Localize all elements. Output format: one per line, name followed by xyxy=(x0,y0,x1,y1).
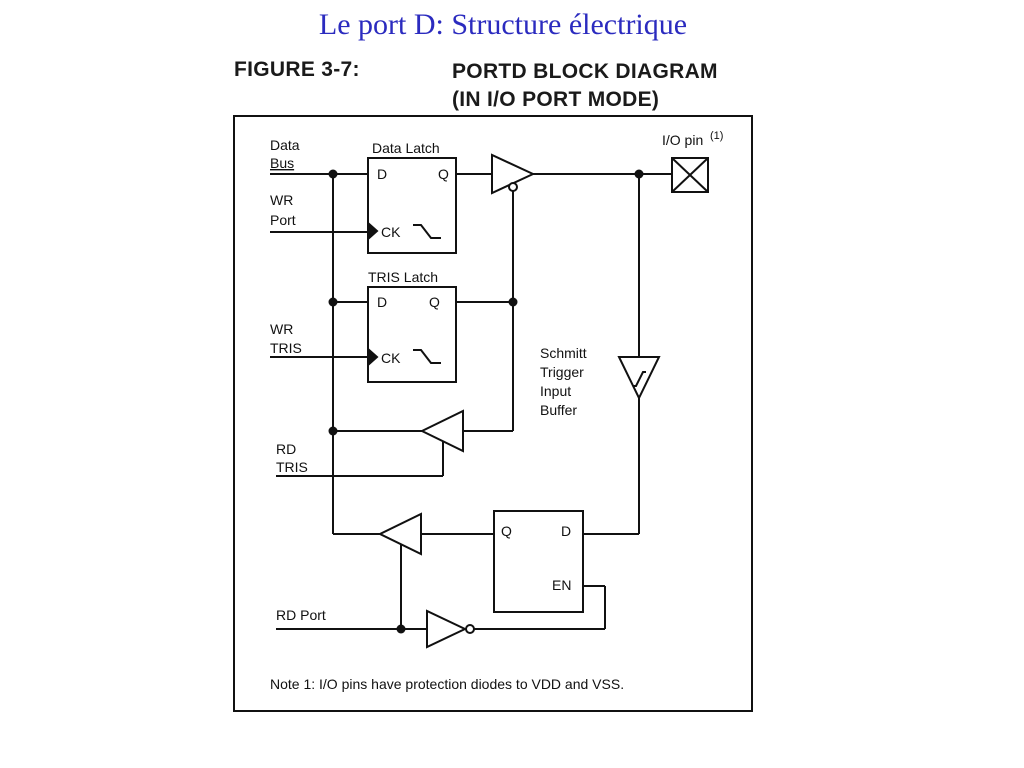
figure-frame xyxy=(233,115,753,712)
schmitt-label-3: Input xyxy=(540,383,571,399)
schmitt-label-2: Trigger xyxy=(540,364,584,380)
figure-title: PORTD BLOCK DIAGRAM (IN I/O PORT MODE) xyxy=(452,58,718,114)
label-wr-tris-2: TRIS xyxy=(270,340,302,356)
data-latch-d: D xyxy=(377,166,387,182)
junction-dot xyxy=(328,297,338,307)
label-rd-tris-1: RD xyxy=(276,441,296,457)
junction-dot xyxy=(328,169,338,179)
data-latch-edge-symbol xyxy=(413,224,441,239)
input-latch-d: D xyxy=(561,523,571,539)
tris-latch-title: TRIS Latch xyxy=(368,269,438,285)
label-wr-tris-1: WR xyxy=(270,321,293,337)
schmitt-label-1: Schmitt xyxy=(540,345,587,361)
figure-title-line-2: (IN I/O PORT MODE) xyxy=(452,88,660,111)
junction-dot xyxy=(328,426,338,436)
data-latch-title: Data Latch xyxy=(372,140,440,156)
label-wr-port-2: Port xyxy=(270,212,296,228)
junction-dot xyxy=(634,169,644,179)
slide-title: Le port D: Structure électrique xyxy=(318,8,688,41)
schmitt-label-4: Buffer xyxy=(540,402,577,418)
io-pin-box xyxy=(671,157,709,193)
tris-latch-q: Q xyxy=(429,294,440,310)
label-rd-tris-2: TRIS xyxy=(276,459,308,475)
io-pin-label: I/O pin xyxy=(662,132,703,148)
inverter-bubble xyxy=(465,624,475,634)
schmitt-trigger-buffer xyxy=(617,356,661,401)
tris-latch-ck: CK xyxy=(381,350,401,366)
junction-dot xyxy=(396,624,406,634)
tris-latch-clock-marker xyxy=(367,346,379,368)
schmitt-hysteresis-symbol xyxy=(633,371,646,387)
io-pin-cross-2 xyxy=(671,157,709,193)
input-latch-q: Q xyxy=(501,523,512,539)
tris-latch-edge-symbol xyxy=(413,349,441,364)
data-latch-clock-marker xyxy=(367,220,379,242)
label-wr-port-1: WR xyxy=(270,192,293,208)
label-rd-port: RD Port xyxy=(276,607,326,623)
footnote: Note 1: I/O pins have protection diodes … xyxy=(270,676,624,692)
tris-latch-box xyxy=(367,286,457,383)
io-pin-superscript: (1) xyxy=(710,130,723,142)
input-latch-en: EN xyxy=(552,577,571,593)
junction-dot xyxy=(508,297,518,307)
tris-latch-d: D xyxy=(377,294,387,310)
data-latch-ck: CK xyxy=(381,224,401,240)
data-latch-q: Q xyxy=(438,166,449,182)
label-data-bus-2: Bus xyxy=(270,155,294,171)
label-data-bus-1: Data xyxy=(270,137,300,153)
data-latch-box xyxy=(367,157,457,254)
figure-title-line-1: PORTD BLOCK DIAGRAM xyxy=(452,60,718,83)
rd-port-inverter xyxy=(426,609,468,649)
output-enable-bubble xyxy=(508,182,518,192)
input-latch-box xyxy=(493,510,584,613)
figure-number: FIGURE 3-7: xyxy=(234,58,360,81)
